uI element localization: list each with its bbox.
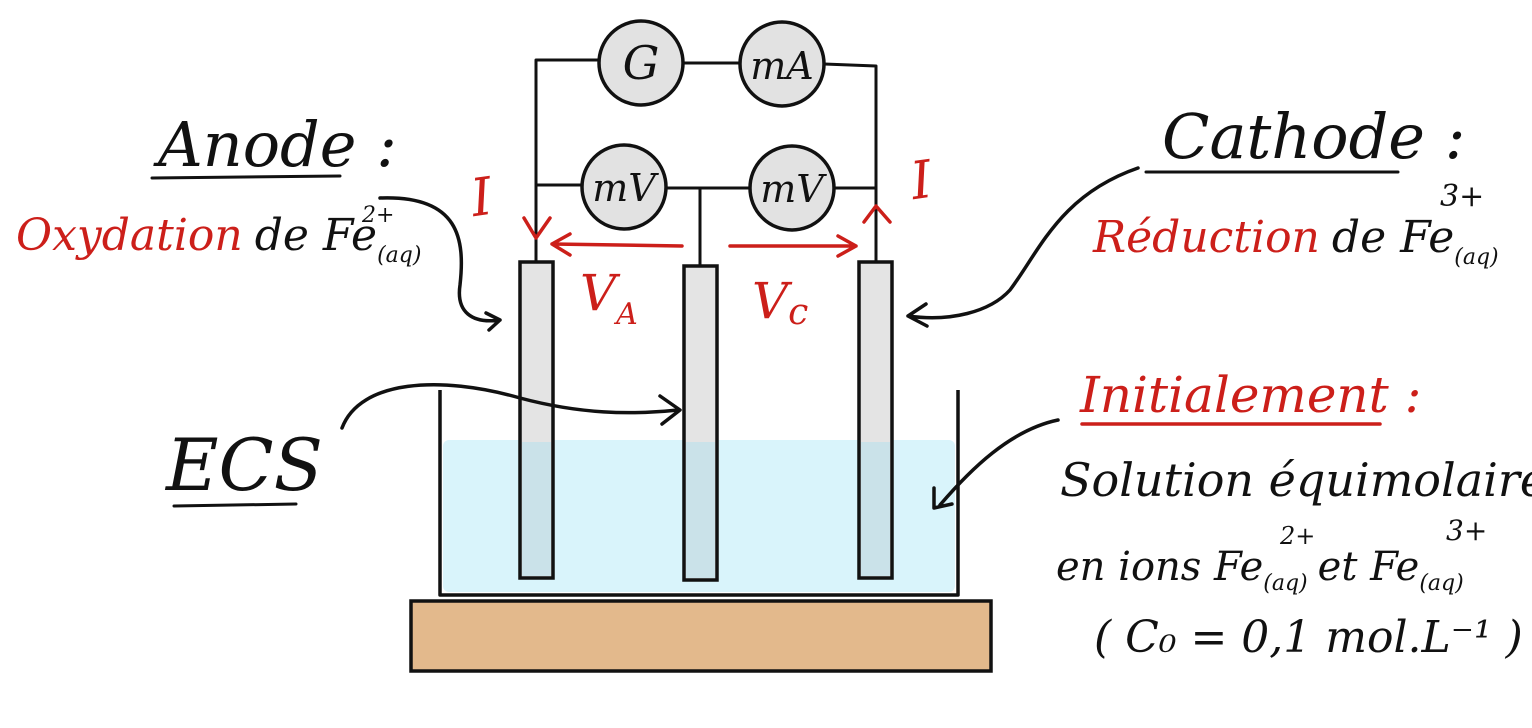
base-support (409, 599, 993, 673)
cathode-pointer (906, 166, 1140, 328)
circuit-wires (534, 58, 878, 268)
current-right-arrow (862, 204, 892, 224)
reference-annotation: ECS (164, 383, 682, 508)
ammeter-label: mA (750, 44, 813, 88)
initial-ion-charge-2: 3+ (1446, 514, 1487, 547)
cathode-title: Cathode : (1162, 100, 1466, 173)
voltmeter-left-label: mV (592, 166, 659, 210)
anode-pointer (378, 196, 502, 332)
ammeter: mA (738, 20, 826, 108)
anode-electrode (518, 260, 555, 580)
initial-line-2: en ions Fe(aq)et Fe(aq) (1056, 544, 1464, 596)
initial-pointer (932, 418, 1060, 510)
anode-title-underline (150, 174, 342, 180)
beaker (438, 390, 960, 597)
current-left-label: I (466, 167, 497, 230)
voltmeter-left: mV (580, 143, 668, 231)
potential-cathode-arrow (728, 234, 858, 258)
potential-cathode-label: Vc (752, 272, 808, 333)
initial-annotation: Initialement : Solution équimolaire en i… (932, 366, 1532, 663)
initial-line-3: ( C₀ = 0,1 mol.L⁻¹ ) (1094, 612, 1523, 663)
potential-anode-label: VA (580, 264, 638, 332)
cathode-electrode (857, 260, 894, 580)
anode-title: Anode : (153, 108, 397, 181)
reference-pointer (340, 383, 682, 430)
current-left-arrow (522, 216, 552, 240)
galvanometer: G (597, 19, 685, 107)
current-right-label: I (906, 150, 937, 213)
reference-electrode (682, 264, 719, 582)
voltmeter-right-label: mV (760, 167, 827, 211)
reference-label-underline (172, 502, 298, 508)
potential-anode-arrow (550, 232, 684, 257)
initial-ion-charge-1: 2+ (1279, 522, 1315, 550)
voltmeter-right: mV (748, 144, 836, 232)
reference-label: ECS (164, 423, 323, 507)
galvanometer-label: G (623, 36, 660, 90)
anode-ion-charge: 2+ (361, 203, 394, 228)
initial-line-1: Solution équimolaire (1060, 453, 1532, 507)
cathode-ion-charge: 3+ (1440, 179, 1484, 214)
initial-title: Initialement : (1079, 366, 1421, 424)
